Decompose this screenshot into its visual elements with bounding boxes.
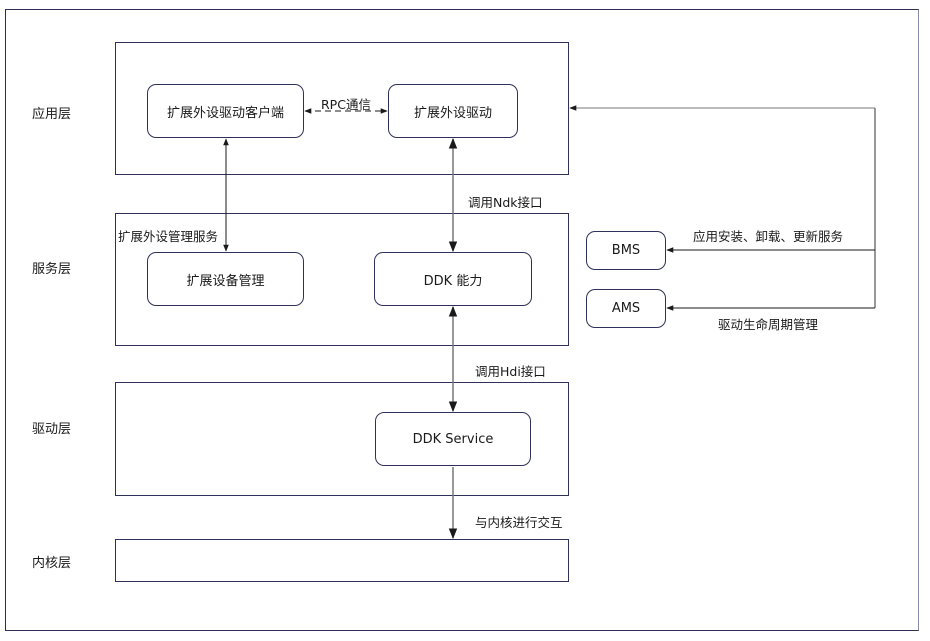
node-ams-label: AMS: [611, 301, 641, 316]
edge-label-kernel: 与内核进行交互: [475, 515, 563, 530]
node-ext-driver[interactable]: 扩展外设驱动: [388, 84, 518, 138]
service-group-label: 扩展外设管理服务: [118, 229, 219, 244]
node-ddk-capability[interactable]: DDK 能力: [374, 252, 532, 306]
layer-label-kernel: 内核层: [32, 556, 72, 571]
node-ams[interactable]: AMS: [586, 289, 666, 328]
node-ddk-service-label: DDK Service: [412, 431, 494, 447]
node-bms-label: BMS: [611, 243, 641, 258]
layer-label-app: 应用层: [32, 107, 72, 122]
node-ext-driver-client[interactable]: 扩展外设驱动客户端: [147, 84, 304, 138]
edge-label-ndk: 调用Ndk接口: [468, 195, 543, 210]
edge-label-bms: 应用安装、卸载、更新服务: [693, 229, 844, 244]
diagram-frame: [5, 9, 919, 631]
edge-label-ams: 驱动生命周期管理: [718, 317, 819, 332]
node-ddk-service[interactable]: DDK Service: [375, 412, 531, 466]
node-ext-device-mgmt-label: 扩展设备管理: [186, 273, 265, 289]
layer-label-service: 服务层: [32, 262, 72, 277]
node-ext-device-mgmt[interactable]: 扩展设备管理: [147, 252, 304, 306]
edge-label-rpc: RPC通信: [321, 97, 371, 112]
node-ddk-capability-label: DDK 能力: [423, 273, 483, 289]
kernel-layer-box: [115, 539, 569, 582]
edge-label-hdi: 调用Hdi接口: [475, 364, 546, 379]
node-ext-driver-label: 扩展外设驱动: [413, 105, 492, 121]
node-bms[interactable]: BMS: [586, 231, 666, 270]
node-ext-driver-client-label: 扩展外设驱动客户端: [166, 105, 284, 121]
layer-label-driver: 驱动层: [32, 422, 72, 437]
